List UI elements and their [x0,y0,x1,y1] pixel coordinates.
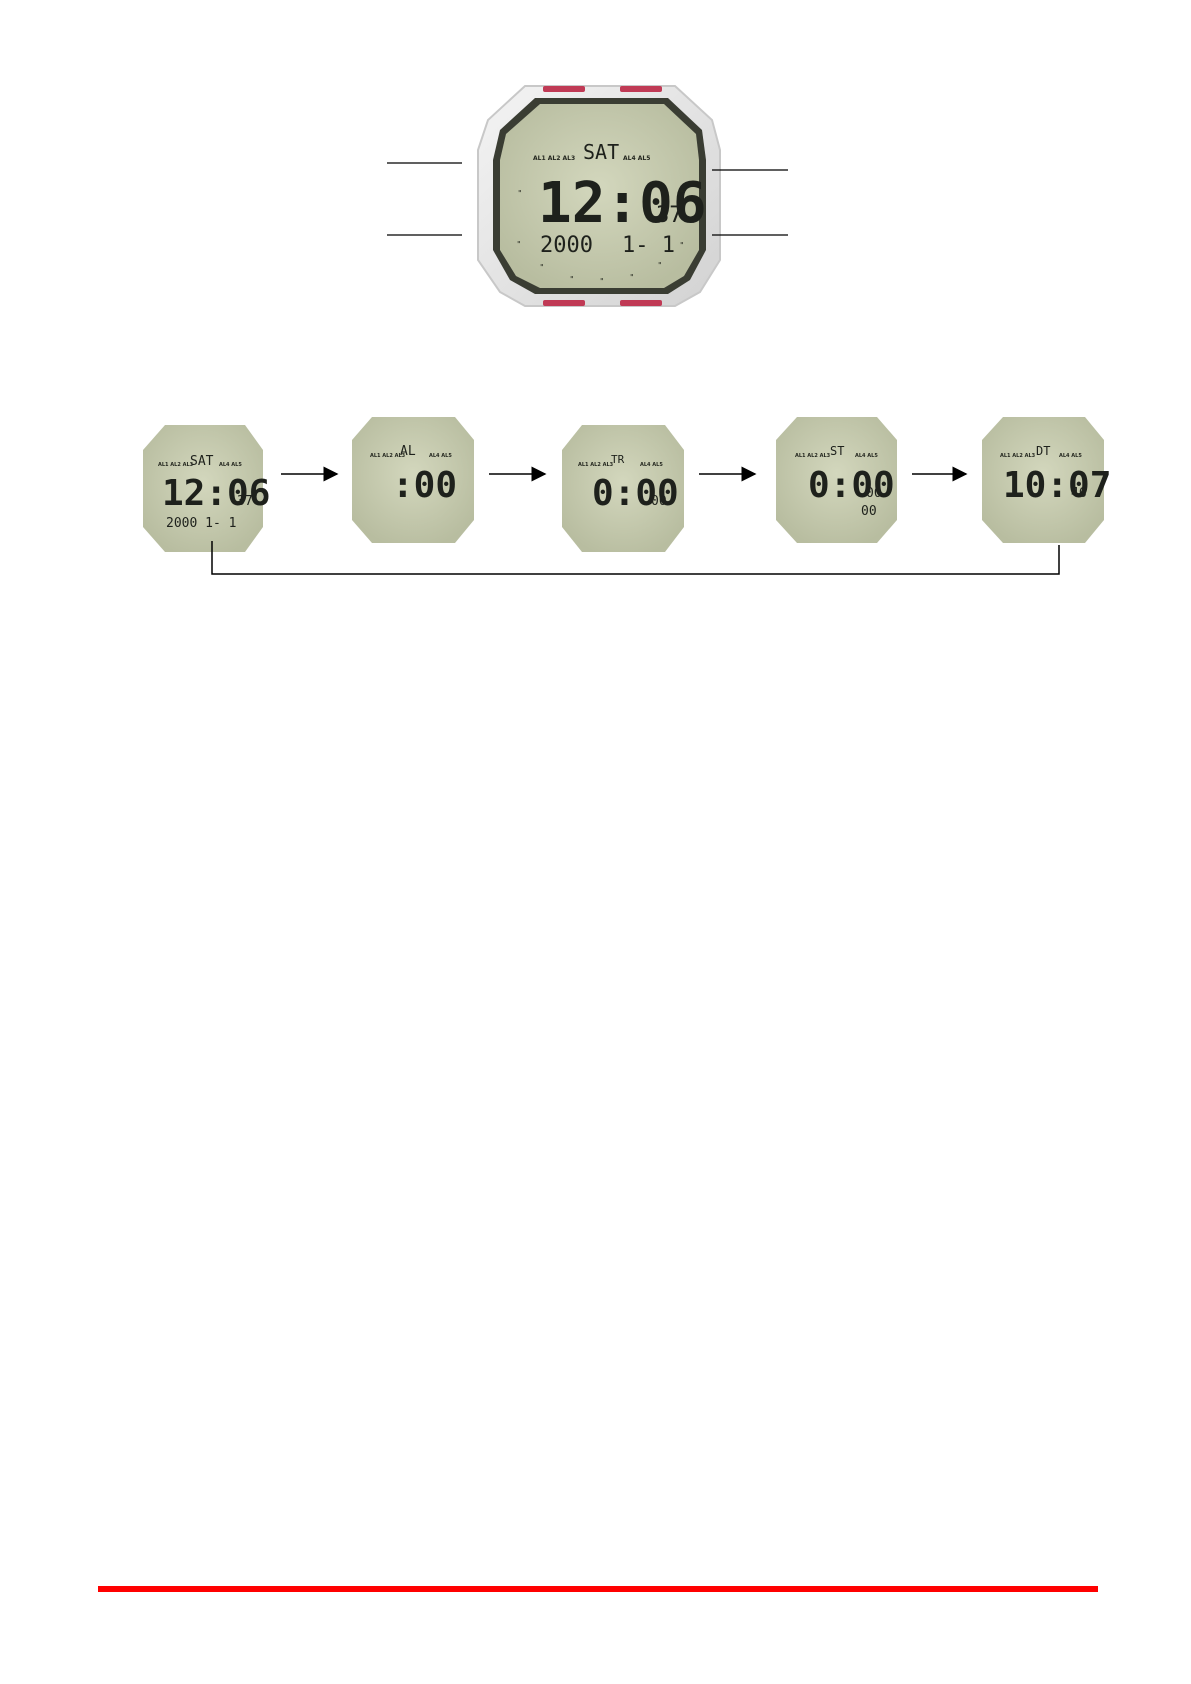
mode-alarms-right: AL4 AL5 [640,462,663,468]
bottom-right-button [620,300,662,306]
mode-lcd [352,417,474,543]
mode-dual-time-display: AL1 AL2 AL3 DT AL4 AL5 10:07 46 [982,417,1111,543]
mode-lcd [562,425,684,552]
mode-main-value: 0:00 [592,473,679,514]
mode-small-value: 46 [1071,486,1087,501]
mode-label: ST [830,444,844,458]
mode-alarms-right: AL4 AL5 [855,453,878,459]
mode-main-value: 10:07 [1003,465,1111,506]
svg-text:": " [658,261,662,270]
return-loop-line [211,541,1060,575]
mode-alarms-left: AL1 AL2 AL3 [795,453,831,459]
svg-text:": " [630,273,634,282]
alarm-indicators-left: AL1 AL2 AL3 [533,155,575,162]
top-right-button [620,86,662,92]
mode-alarms-left: AL1 AL2 AL3 [578,462,614,468]
mode-lcd [982,417,1104,543]
mode-main-value: 0:00 [808,465,895,506]
mode-label: SAT [190,454,214,469]
svg-text:": " [570,275,574,284]
seconds-display: 37 [656,203,683,228]
mode-alarms-right: AL4 AL5 [219,462,242,468]
mode-time-display: AL1 AL2 AL3 SAT AL4 AL5 12:06 37 2000 1-… [143,425,270,552]
svg-text:": " [600,277,604,286]
day-display: SAT [583,140,619,164]
mode-stopwatch-display: AL1 AL2 AL3 ST AL4 AL5 0:00 00 00 [776,417,897,543]
alarm-indicators-right: AL4 AL5 [623,155,650,162]
year-display: 2000 [540,233,593,258]
mode-sequence: AL1 AL2 AL3 SAT AL4 AL5 12:06 37 2000 1-… [143,417,1111,575]
mode-alarms-left: AL1 AL2 AL3 [1000,453,1036,459]
watch-lcd [500,104,699,288]
mode-label: AL [400,444,416,459]
svg-text:": " [517,240,521,249]
mode-lcd [143,425,263,552]
mode-small-value: 00 [651,494,667,509]
svg-text:": " [540,263,544,272]
mode-lcd [776,417,897,543]
mode-alarms-right: AL4 AL5 [429,453,452,459]
mode-alarms-left: AL1 AL2 AL3 [370,453,406,459]
bottom-left-button [543,300,585,306]
svg-text:": " [518,189,522,198]
mode-alarm-display: AL1 AL2 AL3 AL AL4 AL5 :00 [352,417,474,543]
mode-main-value: 12:06 [162,473,270,514]
mode-main-value: :00 [392,465,457,506]
mode-timer-display: AL1 AL2 AL3 TR AL4 AL5 0:00 00 [562,425,684,552]
mode-alarms-left: AL1 AL2 AL3 [158,462,194,468]
svg-text:": " [680,241,684,250]
main-watch: AL1 AL2 AL3 SAT AL4 AL5 12:06 37 2000 1-… [387,85,788,307]
mode-lower-value: 2000 1- 1 [166,516,236,531]
svg-text:": " [680,189,684,198]
top-left-button [543,86,585,92]
mode-alarms-right: AL4 AL5 [1059,453,1082,459]
date-display: 1- 1 [622,233,675,258]
dial-ticks: " " " " " " " " " [517,189,684,286]
mode-small-value: 37 [237,494,253,509]
mode-small-value: 00 [866,486,882,501]
footer-rule [98,1586,1098,1592]
mode-label: TR [611,453,625,466]
time-display: 12:06 [538,171,707,236]
mode-lower-value: 00 [861,504,877,519]
mode-label: DT [1036,444,1050,458]
